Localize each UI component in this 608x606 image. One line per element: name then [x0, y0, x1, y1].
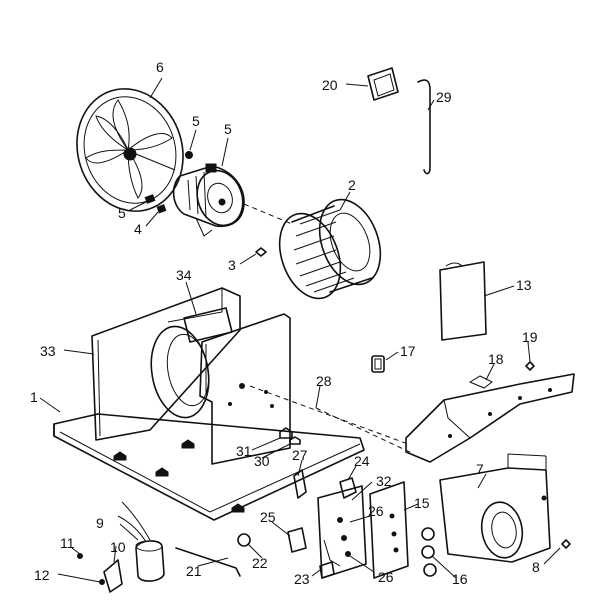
bulkhead-panel [199, 313, 291, 465]
callout-33: 33 [40, 343, 56, 359]
callout-3: 3 [228, 257, 236, 273]
leader-lines [39, 77, 561, 583]
callout-30: 30 [254, 453, 270, 469]
callout-20: 20 [322, 77, 338, 93]
callout-34: 34 [176, 267, 192, 283]
callout-18: 18 [488, 351, 504, 367]
fan-motor [172, 163, 293, 237]
callout-28: 28 [316, 373, 332, 389]
callout-22: 22 [252, 555, 268, 571]
callout-19: 19 [522, 329, 538, 345]
callout-2: 2 [348, 177, 356, 193]
callout-11: 10 [110, 539, 126, 555]
base-pan [53, 385, 415, 521]
callout-26a: 26 [368, 503, 384, 519]
callout-14: 13 [516, 277, 532, 293]
capacitor-clips [293, 469, 357, 499]
callout-1: 1 [30, 389, 38, 405]
callout-26b: 26 [378, 569, 394, 585]
capacitor [117, 501, 165, 582]
callout-7: 6 [156, 59, 164, 75]
callout-5b: 5 [118, 205, 126, 221]
callout-16: 15 [414, 495, 430, 511]
support-rod [417, 79, 431, 175]
callout-4: 4 [134, 221, 142, 237]
motor-hardware [144, 151, 267, 257]
blower-wheel [278, 198, 382, 300]
callout-21: 21 [186, 563, 202, 579]
callout-32: 32 [376, 473, 392, 489]
small-clip [371, 355, 385, 373]
callout-27: 27 [292, 447, 308, 463]
side-panel [439, 261, 487, 341]
bracket-clip [367, 67, 399, 101]
callout-8: 7 [476, 461, 484, 477]
callout-25: 25 [260, 509, 276, 525]
callout-15: 17 [400, 343, 416, 359]
callout-23: 23 [294, 571, 310, 587]
callout-6: 5 [224, 121, 232, 137]
callout-17: 16 [452, 571, 468, 587]
mounting-rail [405, 361, 575, 463]
terminal-clip [77, 553, 123, 593]
callout-labels: 6 5 5 5 4 3 2 20 29 13 17 18 19 34 33 1 … [30, 59, 540, 587]
callout-9: 8 [532, 559, 540, 575]
callout-10: 9 [96, 515, 104, 531]
callout-24: 24 [354, 453, 370, 469]
strap [175, 547, 241, 577]
hex-nuts [421, 527, 437, 577]
callout-5a: 5 [192, 113, 200, 129]
callout-12: 11 [60, 535, 75, 551]
mount-hardware [237, 527, 335, 579]
shroud-assembly [91, 287, 241, 441]
blower-housing [439, 453, 571, 563]
callout-31: 31 [236, 443, 252, 459]
fan-blade-wheel [76, 88, 184, 212]
callout-29: 29 [436, 89, 452, 105]
control-bracket [317, 481, 409, 579]
fastener-group [279, 427, 301, 445]
